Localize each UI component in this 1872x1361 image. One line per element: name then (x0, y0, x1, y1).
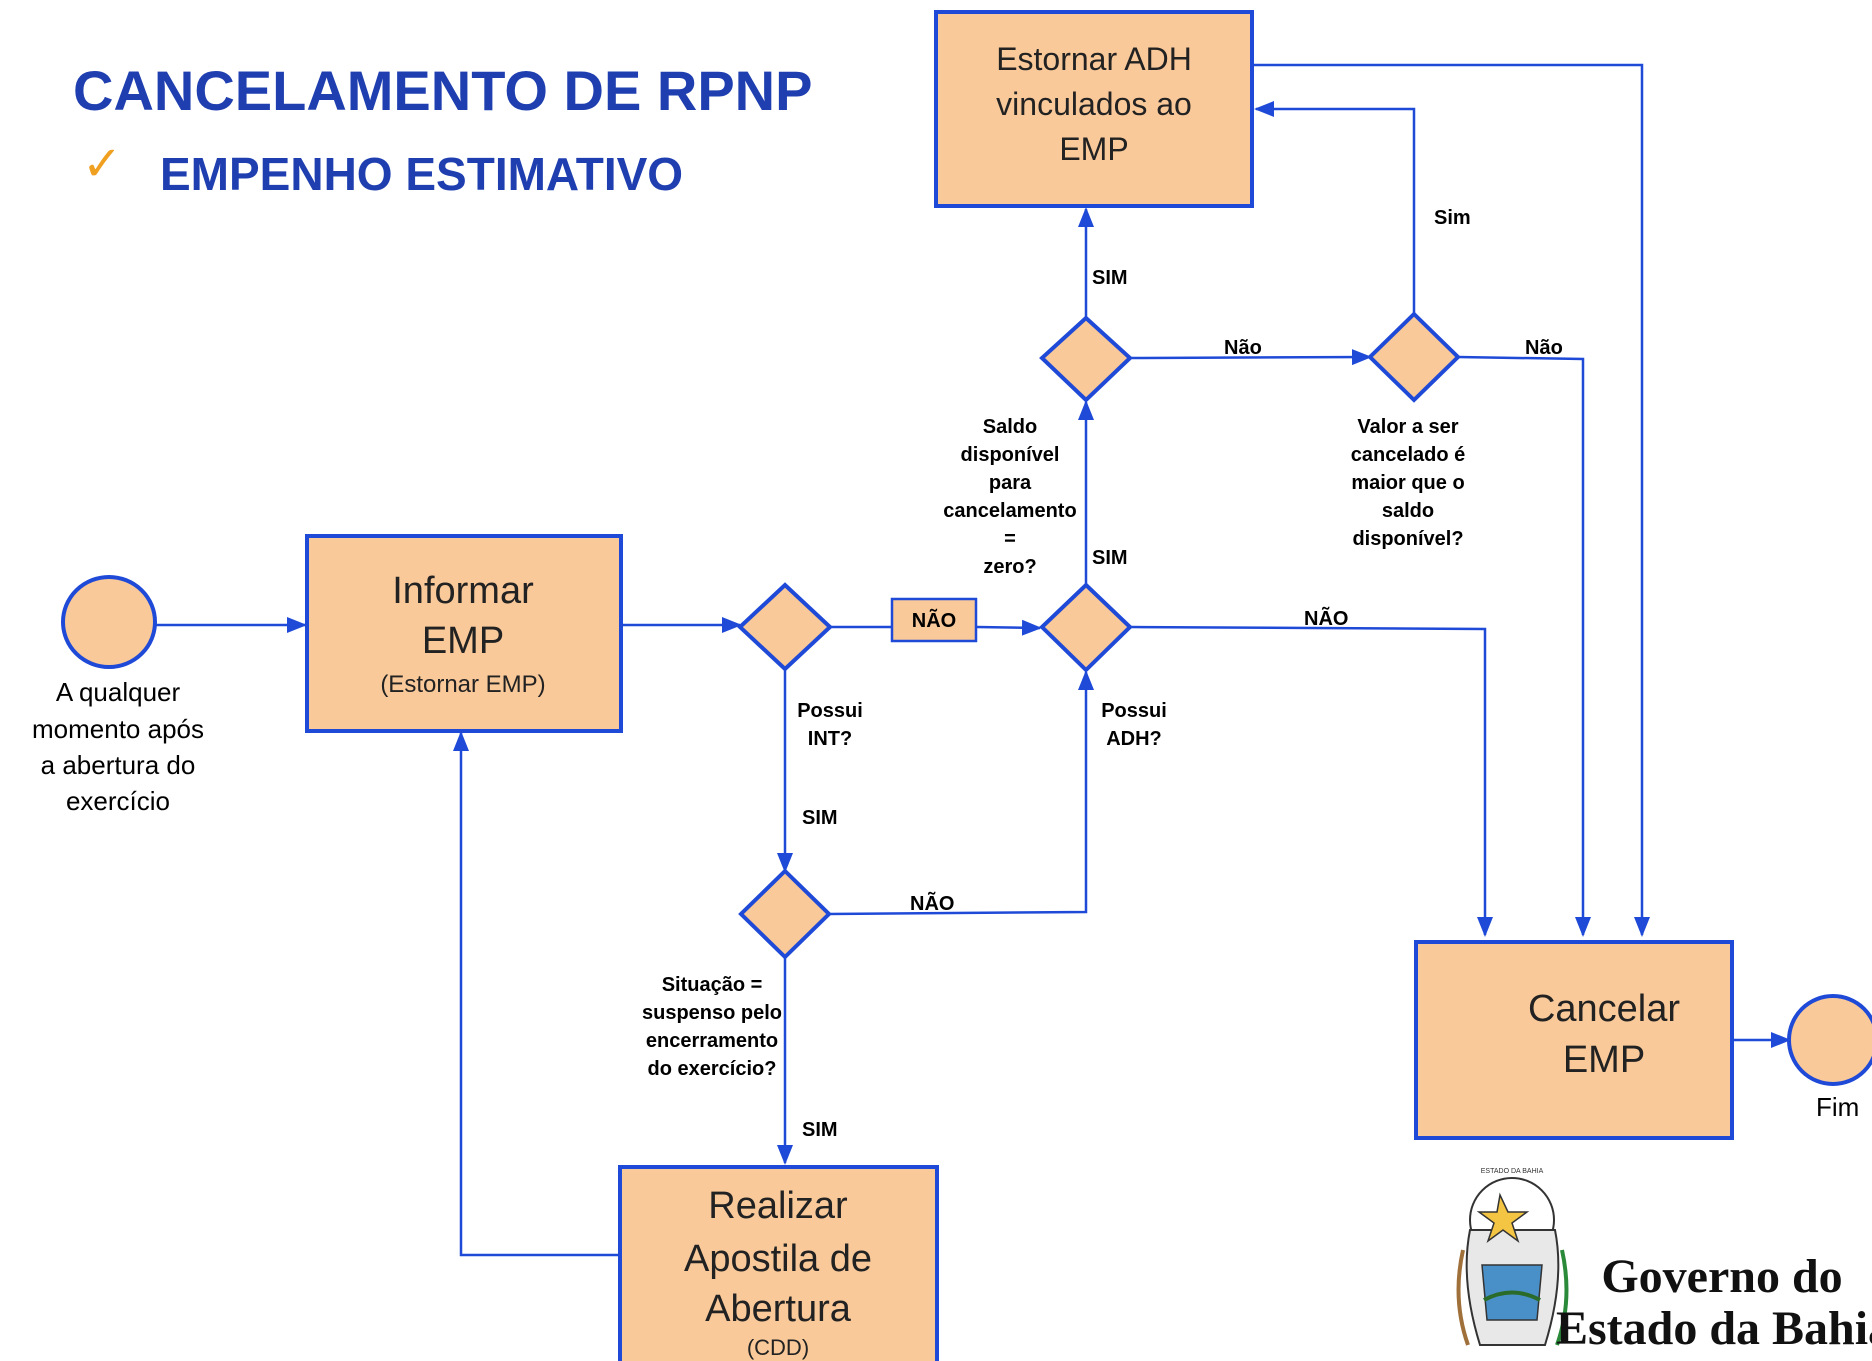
valor-line-2: cancelado é (1351, 444, 1466, 466)
process-box-cancelar: Cancelar EMP (1414, 940, 1734, 1140)
process-box-realizar: Realizar Apostila de Abertura (CDD) (618, 1165, 939, 1361)
end-caption: Fim (1816, 1092, 1859, 1122)
label-sim-valor: Sim (1434, 207, 1471, 229)
coat-of-arms-icon (1456, 1177, 1569, 1346)
situacao-line-1: Situação = (662, 974, 763, 996)
label-nao-valor: Não (1525, 337, 1563, 359)
saldo-line-1: Saldo (983, 416, 1037, 438)
estornar-line3: EMP (1059, 131, 1128, 167)
nao-box-label: NÃO (912, 609, 956, 632)
label-nao-situacao: NÃO (910, 892, 954, 915)
connector-naobox-to-adh (976, 619, 1042, 636)
label-sim-adh: SIM (1092, 547, 1128, 569)
start-line-1: A qualquer (56, 677, 181, 707)
decision-saldo (1039, 315, 1133, 403)
decision-valor (1367, 311, 1461, 403)
connectors (156, 63, 1791, 1257)
estornar-line1: Estornar ADH (996, 41, 1192, 77)
situacao-caption: Situação = suspenso pelo encerramento do… (642, 974, 782, 1080)
start-line-4: exercício (66, 786, 170, 816)
saldo-caption: Saldo disponível para cancelamento = zer… (943, 416, 1076, 578)
cancelar-line1: Cancelar (1528, 988, 1680, 1030)
estornar-line2: vinculados ao (996, 86, 1192, 122)
possui-adh-line-2: ADH? (1106, 728, 1162, 750)
logo-seal-text: ESTADO DA BAHIA (1481, 1168, 1544, 1175)
process-box-estornar: Estornar ADH vinculados ao EMP (934, 10, 1254, 208)
informar-line2: EMP (422, 620, 504, 662)
realizar-line1: Realizar (708, 1185, 848, 1227)
saldo-line-3: para (989, 472, 1032, 494)
connector-valor-to-cancelar (1457, 355, 1591, 937)
process-box-informar: Informar EMP (Estornar EMP) (305, 534, 623, 733)
saldo-line-4: cancelamento (943, 500, 1076, 522)
realizar-line2: Apostila de (684, 1238, 872, 1280)
possui-int-line-2: INT? (808, 728, 852, 750)
connector-adh-to-cancelar (1129, 625, 1493, 937)
connector-saldo-to-valor (1129, 349, 1372, 366)
saldo-line-5: = (1004, 528, 1016, 550)
nao-connector-box: NÃO (890, 597, 978, 643)
situacao-line-2: suspenso pelo (642, 1002, 782, 1024)
start-line-3: a abertura do (41, 750, 196, 780)
possui-int-line-1: Possui (797, 700, 863, 722)
informar-sub: (Estornar EMP) (380, 671, 545, 698)
informar-line1: Informar (392, 570, 534, 612)
logo-line1: Governo do (1601, 1250, 1842, 1303)
valor-line-3: maior que o (1351, 472, 1464, 494)
start-line-2: momento após (32, 714, 204, 744)
government-logo: ESTADO DA BAHIA Governo do Estado da Bah… (1456, 1168, 1872, 1355)
possui-adh-caption: Possui ADH? (1101, 700, 1167, 750)
valor-caption: Valor a ser cancelado é maior que o sald… (1351, 416, 1466, 550)
situacao-line-3: encerramento (646, 1030, 778, 1052)
decision-situacao (738, 868, 832, 960)
connector-estornar-to-cancelar (1253, 63, 1650, 937)
end-node (1787, 994, 1872, 1086)
decision-possui-int (737, 582, 833, 672)
valor-line-1: Valor a ser (1357, 416, 1458, 438)
situacao-line-4: do exercício? (648, 1058, 777, 1080)
logo-line2: Estado da Bahia (1556, 1302, 1872, 1355)
label-nao-adh: NÃO (1304, 607, 1348, 630)
page-subtitle: EMPENHO ESTIMATIVO (160, 148, 683, 200)
realizar-line3: Abertura (705, 1288, 852, 1330)
cancelar-line2: EMP (1563, 1039, 1645, 1081)
valor-line-4: saldo (1382, 500, 1434, 522)
realizar-sub: (CDD) (747, 1335, 809, 1360)
possui-adh-line-1: Possui (1101, 700, 1167, 722)
valor-line-5: disponível? (1352, 528, 1463, 550)
page-title: CANCELAMENTO DE RPNP (73, 59, 812, 122)
saldo-line-6: zero? (983, 556, 1036, 578)
label-sim-saldo: SIM (1092, 267, 1128, 289)
label-sim-situacao: SIM (802, 1119, 838, 1141)
decision-possui-adh (1039, 582, 1133, 673)
start-caption: A qualquer momento após a abertura do ex… (32, 677, 204, 816)
possui-int-caption: Possui INT? (797, 700, 863, 750)
checkmark-icon: ✓ (82, 138, 122, 191)
connector-valor-to-estornar (1254, 101, 1416, 314)
connector-situacao-to-adh (828, 670, 1094, 916)
connector-realizar-to-informar (453, 731, 620, 1257)
label-sim-int: SIM (802, 807, 838, 829)
saldo-line-2: disponível (961, 444, 1060, 466)
start-node (61, 575, 157, 669)
label-nao-saldo: Não (1224, 337, 1262, 359)
